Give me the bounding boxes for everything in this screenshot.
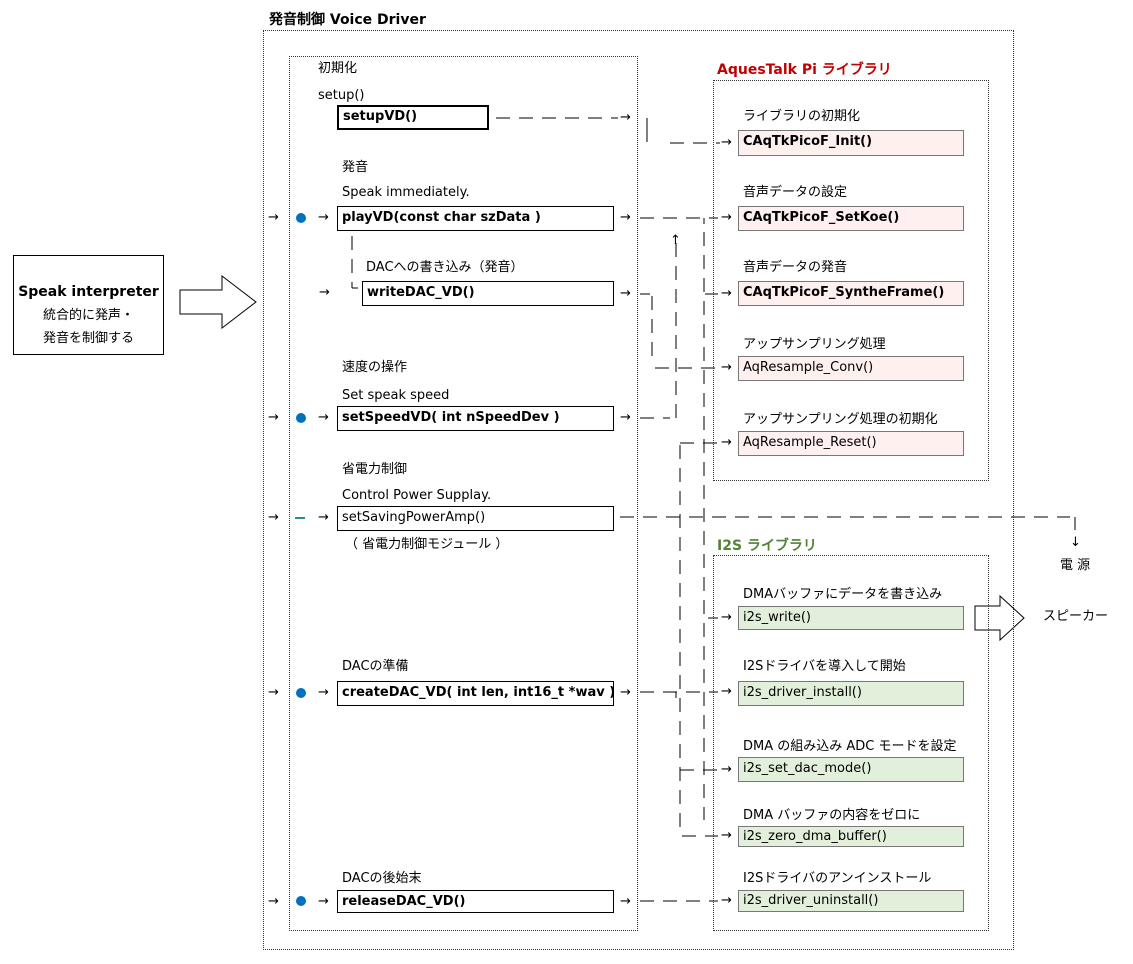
aquestalk-label-1: 音声データの設定 bbox=[743, 185, 848, 200]
entry-arrow-power-2: → bbox=[318, 510, 329, 525]
voice-driver-frame bbox=[263, 30, 1014, 950]
entry-dot-play bbox=[296, 213, 306, 223]
i2s-label-1: I2Sドライバを導入して開始 bbox=[743, 659, 906, 674]
arrow-into-init: → bbox=[721, 135, 732, 150]
dac-release-label: DACの後始末 bbox=[342, 871, 422, 886]
power-supply-label: 電 源 bbox=[1060, 558, 1091, 573]
arrow-into-setkoe: → bbox=[721, 210, 732, 225]
up-arrow-speed: ↑ bbox=[670, 233, 681, 248]
interpreter-title: Speak interpreter bbox=[18, 284, 159, 300]
i2s-label-4: I2Sドライバのアンインストール bbox=[743, 871, 932, 886]
entry-arrow-play-2: → bbox=[318, 210, 329, 225]
speed-label: 速度の操作 bbox=[342, 360, 408, 375]
power-down-arrow: ↓ bbox=[1070, 535, 1081, 550]
aquestalk-label-0: ライブラリの初期化 bbox=[743, 109, 861, 124]
i2s-zero-dma-buffer-function[interactable]: i2s_zero_dma_buffer() bbox=[738, 826, 964, 847]
setSpeedVD-function[interactable]: setSpeedVD( int nSpeedDev ) bbox=[337, 406, 614, 431]
arrow-setup: → bbox=[620, 110, 631, 125]
exit-arrow-create: → bbox=[620, 685, 631, 700]
arrow-into-reset: → bbox=[721, 435, 732, 450]
playVD-function[interactable]: playVD(const char szData ) bbox=[337, 206, 614, 231]
init-label: 初期化 bbox=[318, 61, 358, 76]
entry-arrow-create-2: → bbox=[318, 685, 329, 700]
aquestalk-title: AquesTalk Pi ライブラリ bbox=[717, 62, 892, 78]
CAqTkPicoF-Init-function[interactable]: CAqTkPicoF_Init() bbox=[738, 130, 964, 156]
arrow-into-i2s-write: → bbox=[721, 610, 732, 625]
CAqTkPicoF-SyntheFrame-function[interactable]: CAqTkPicoF_SyntheFrame() bbox=[738, 281, 964, 306]
i2s-driver-uninstall-function[interactable]: i2s_driver_uninstall() bbox=[738, 890, 964, 912]
AqResample-Reset-function[interactable]: AqResample_Reset() bbox=[738, 431, 964, 456]
entry-arrow-release: → bbox=[268, 894, 279, 909]
i2s-frame bbox=[713, 555, 989, 931]
entry-arrow-speed-2: → bbox=[318, 410, 329, 425]
aquestalk-frame bbox=[713, 80, 989, 481]
entry-dot-speed bbox=[296, 413, 306, 423]
exit-arrow-speed: → bbox=[620, 410, 631, 425]
writeDAC-function[interactable]: writeDAC_VD() bbox=[362, 281, 614, 306]
aquestalk-label-4: アップサンプリング処理の初期化 bbox=[743, 412, 938, 427]
entry-dash-power bbox=[295, 517, 305, 519]
dac-prep-label: DACの準備 bbox=[342, 659, 409, 674]
speak-sub: Speak immediately. bbox=[342, 185, 470, 200]
exit-arrow-release: → bbox=[620, 894, 631, 909]
exit-arrow-play: → bbox=[620, 210, 631, 225]
dac-write-label: DACへの書き込み（発音） bbox=[366, 260, 524, 275]
arrow-into-install: → bbox=[721, 684, 732, 699]
entry-arrow-write: → bbox=[319, 285, 330, 300]
interpreter-block-arrow bbox=[179, 274, 257, 330]
i2s-set-dac-mode-function[interactable]: i2s_set_dac_mode() bbox=[738, 757, 964, 782]
i2s-label-2: DMA の組み込み ADC モードを設定 bbox=[743, 739, 957, 754]
init-sub: setup() bbox=[318, 88, 365, 103]
entry-arrow-create: → bbox=[268, 685, 279, 700]
entry-arrow-power: → bbox=[268, 510, 279, 525]
interpreter-box: Speak interpreter 統合的に発声・ 発音を制御する bbox=[13, 255, 164, 355]
i2s-write-function[interactable]: i2s_write() bbox=[738, 606, 964, 630]
CAqTkPicoF-SetKoe-function[interactable]: CAqTkPicoF_SetKoe() bbox=[738, 206, 964, 231]
voice-driver-column bbox=[289, 56, 638, 931]
setupVD-function[interactable]: setupVD() bbox=[337, 105, 489, 130]
releaseDAC-function[interactable]: releaseDAC_VD() bbox=[337, 890, 614, 913]
i2s-label-0: DMAバッファにデータを書き込み bbox=[743, 587, 943, 602]
power-label: 省電力制御 bbox=[342, 462, 408, 477]
arrow-into-uninstall: → bbox=[721, 893, 732, 908]
entry-arrow-speed: → bbox=[268, 410, 279, 425]
arrow-into-synthe: → bbox=[721, 286, 732, 301]
setSavingPowerAmp-function[interactable]: setSavingPowerAmp() bbox=[337, 506, 614, 531]
voice-driver-title: 発音制御 Voice Driver bbox=[269, 12, 426, 28]
power-sub: Control Power Supplay. bbox=[342, 488, 492, 503]
arrow-into-zero: → bbox=[721, 828, 732, 843]
createDAC-function[interactable]: createDAC_VD( int len, int16_t *wav ) bbox=[337, 681, 614, 706]
arrow-into-conv: → bbox=[721, 360, 732, 375]
i2s-label-3: DMA バッファの内容をゼロに bbox=[743, 808, 921, 823]
aquestalk-label-3: アップサンプリング処理 bbox=[743, 337, 886, 352]
arrow-into-set-dac: → bbox=[721, 762, 732, 777]
entry-dot-create bbox=[296, 688, 306, 698]
speaker-label: スピーカー bbox=[1043, 609, 1109, 624]
i2s-driver-install-function[interactable]: i2s_driver_install() bbox=[738, 681, 964, 706]
AqResample-Conv-function[interactable]: AqResample_Conv() bbox=[738, 356, 964, 381]
interpreter-desc-1: 統合的に発声・ bbox=[42, 308, 134, 323]
speak-label: 発音 bbox=[342, 160, 369, 175]
aquestalk-label-2: 音声データの発音 bbox=[743, 260, 848, 275]
speaker-block-arrow bbox=[974, 594, 1025, 642]
power-note: （ 省電力制御モジュール ） bbox=[345, 537, 509, 552]
entry-arrow-release-2: → bbox=[318, 894, 329, 909]
entry-arrow-play: → bbox=[268, 210, 279, 225]
entry-dot-release bbox=[296, 896, 306, 906]
interpreter-desc-2: 発音を制御する bbox=[42, 331, 134, 346]
speed-sub: Set speak speed bbox=[342, 388, 450, 403]
exit-arrow-write: → bbox=[620, 286, 631, 301]
i2s-title: I2S ライブラリ bbox=[717, 538, 817, 554]
